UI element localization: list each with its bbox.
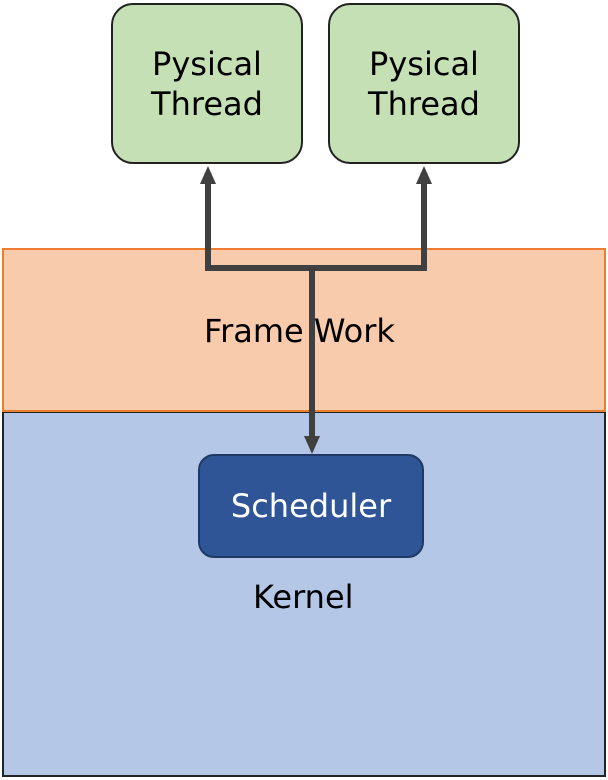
physical-thread-box-left: Pysical Thread [111, 3, 303, 164]
scheduler-box: Scheduler [198, 454, 424, 558]
kernel-label: Kernel [253, 578, 354, 616]
thread-label-line1: Pysical [369, 44, 479, 83]
thread-label-line1: Pysical [152, 44, 262, 83]
thread-label-line2: Thread [368, 84, 480, 123]
framework-label: Frame Work [204, 312, 395, 350]
framework-layer [2, 248, 606, 412]
thread-label-line2: Thread [151, 84, 263, 123]
physical-thread-box-right: Pysical Thread [328, 3, 520, 164]
arrowhead-up-left-icon [200, 166, 216, 184]
scheduler-label: Scheduler [230, 487, 392, 525]
arrowhead-up-right-icon [416, 166, 432, 184]
